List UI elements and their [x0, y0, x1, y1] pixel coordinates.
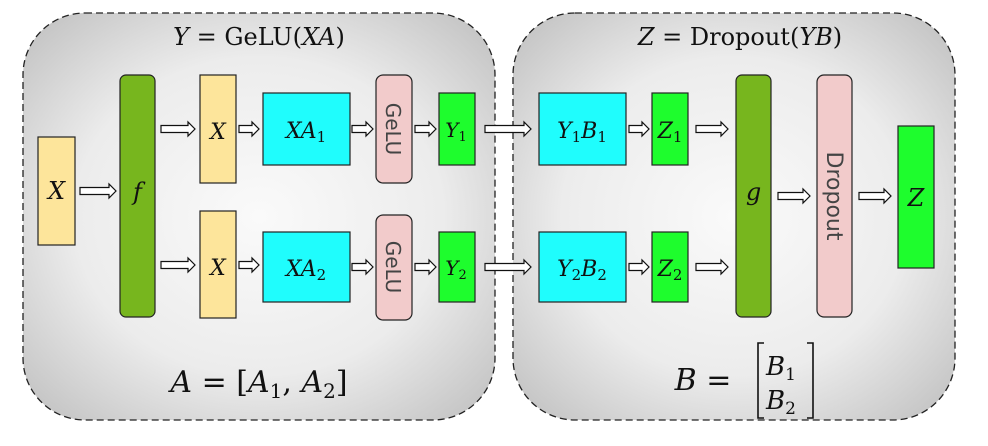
node-y1b1: Y1B1 [538, 92, 627, 166]
node-x-top: X [199, 74, 237, 184]
node-g: g [735, 74, 772, 318]
svg-text:Y1: Y1 [445, 118, 466, 145]
node-dropout: Dropout [816, 74, 853, 318]
node-z2: Z2 [651, 231, 689, 303]
svg-text:g: g [746, 178, 761, 206]
node-input-x: X [37, 136, 76, 246]
left-panel [22, 12, 496, 421]
arrow-y2b2-to-z2 [628, 258, 650, 276]
svg-text:X: X [208, 120, 227, 145]
arrow-gelu-to-y2 [414, 258, 437, 276]
node-f: f [119, 74, 156, 318]
node-xa1: XA1 [262, 92, 351, 166]
matrix-bracket-left [757, 342, 764, 419]
arrow-xa1-to-gelu [351, 120, 374, 138]
arrow-y1b1-to-z1 [628, 120, 650, 138]
svg-text:GeLU: GeLU [381, 241, 405, 294]
arrow-g-to-dropout [777, 187, 811, 205]
svg-text:Z1: Z1 [657, 119, 683, 146]
svg-text:Y2B2: Y2B2 [557, 257, 607, 284]
right-panel [512, 12, 956, 421]
arrow-y2-to-y2b2 [484, 258, 532, 276]
arrow-x-to-xa1 [238, 120, 260, 138]
svg-text:B1: B1 [765, 352, 796, 385]
node-y2: Y2 [438, 231, 476, 303]
svg-text:X: X [208, 256, 227, 281]
arrow-f-to-x-top [160, 120, 196, 138]
arrows [79, 120, 892, 276]
node-gelu-bottom: GeLU [375, 214, 413, 321]
node-y1: Y1 [438, 92, 476, 166]
svg-text:B =: B = [674, 363, 732, 398]
arrow-gelu-to-y1 [414, 120, 437, 138]
arrow-z2-to-g [695, 258, 729, 276]
node-x-bottom: X [199, 210, 237, 319]
node-gelu-top: GeLU [375, 74, 413, 184]
arrow-xa2-to-gelu [351, 258, 374, 276]
matrix-bracket-right [807, 342, 814, 419]
svg-text:Y2: Y2 [445, 256, 466, 283]
svg-text:Dropout: Dropout [821, 152, 846, 241]
node-xa2: XA2 [262, 231, 351, 303]
svg-text:GeLU: GeLU [381, 103, 405, 156]
arrow-x-to-f [79, 182, 117, 200]
right-panel-title: Z = Dropout(YB) [637, 23, 842, 51]
arrow-f-to-x-bottom [160, 256, 196, 274]
left-panel-footer: A = [A1, A2] [167, 365, 347, 403]
right-panel-footer: B = B1 B2 [674, 342, 814, 419]
svg-text:Y1B1: Y1B1 [557, 119, 607, 146]
node-output-z: Z [897, 125, 935, 269]
arrow-y1-to-y1b1 [484, 120, 532, 138]
node-z1: Z1 [651, 92, 689, 166]
svg-text:XA1: XA1 [284, 119, 326, 146]
svg-text:Z2: Z2 [657, 257, 683, 284]
svg-text:B2: B2 [765, 386, 796, 419]
arrow-x-to-xa2 [238, 256, 260, 274]
left-panel-title: Y = GeLU(XA) [173, 23, 345, 51]
svg-text:XA2: XA2 [284, 257, 326, 284]
arrow-dropout-to-z [858, 187, 892, 205]
svg-text:Z: Z [907, 184, 926, 212]
arrow-z1-to-g [695, 120, 729, 138]
svg-text:X: X [46, 177, 66, 205]
node-y2b2: Y2B2 [538, 231, 627, 303]
